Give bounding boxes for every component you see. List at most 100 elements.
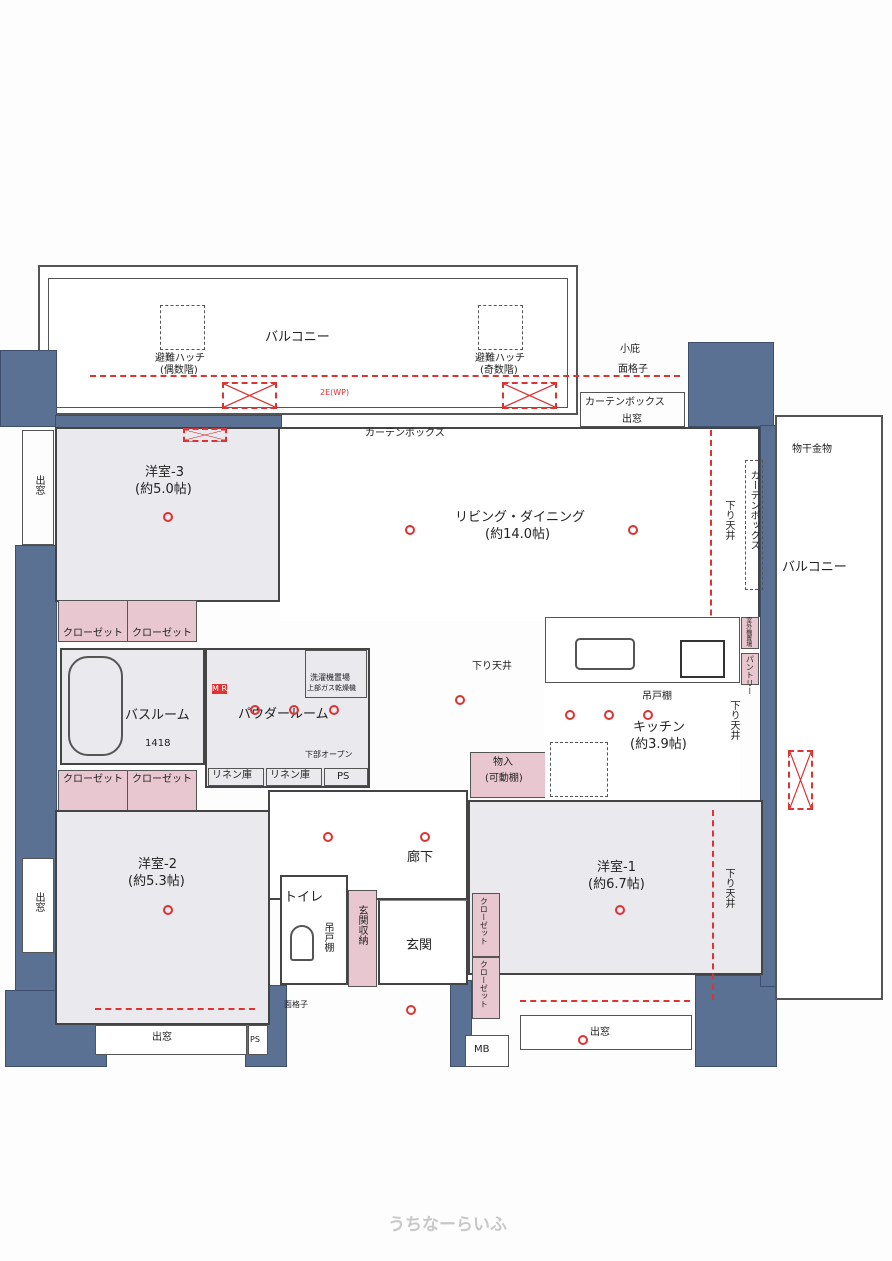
ceiling-light-icon xyxy=(405,525,415,535)
ceiling-light-icon xyxy=(163,905,173,915)
entrance-storage-label: 玄関収納 xyxy=(356,905,367,945)
room-entrance xyxy=(378,900,468,985)
hatch-odd-label: 避難ハッチ xyxy=(475,353,525,364)
ceiling-light-icon xyxy=(420,832,430,842)
hanging-cabinet-kitchen-label: 吊戸棚 xyxy=(642,691,672,702)
closet[interactable] xyxy=(472,893,500,957)
room-western-2-name: 洋室-2 xyxy=(138,857,177,872)
ps-label: PS xyxy=(250,1035,260,1044)
linen-storage[interactable] xyxy=(266,768,322,786)
hanging-cabinet-toilet-label: 吊戸棚 xyxy=(322,922,333,952)
hatch-odd-sub: (奇数階) xyxy=(480,365,518,376)
pantry-slot xyxy=(741,653,759,685)
bay-window-bottom-1 xyxy=(95,1025,247,1055)
bay-window-left-1-label: 出窓 xyxy=(33,475,44,495)
ceiling-light-icon xyxy=(565,710,575,720)
outdoor-unit-mark xyxy=(222,382,277,409)
meter-box xyxy=(465,1035,509,1067)
washer-area xyxy=(305,650,367,698)
room-living-dining-name: リビング・ダイニング xyxy=(455,510,586,525)
outdoor-unit-mark xyxy=(788,750,813,810)
room-kitchen-size: (約3.9帖) xyxy=(630,737,687,752)
small-eave-label: 小庇 xyxy=(620,344,640,355)
mb-label: MB xyxy=(474,1044,490,1055)
storage[interactable] xyxy=(470,752,547,798)
toilet-icon xyxy=(290,925,314,961)
dropped-ceiling-label: 下り天井 xyxy=(723,868,734,908)
closet-label: クローゼット xyxy=(132,774,192,785)
aircon-mark xyxy=(183,428,227,442)
bay-window-label: 出窓 xyxy=(590,1027,610,1038)
closet-label: クローゼット xyxy=(132,628,192,639)
balcony-right-label: バルコニー xyxy=(782,560,847,575)
room-kitchen xyxy=(545,617,740,800)
linen-label: リネン庫 xyxy=(270,770,310,781)
curtain-box-right xyxy=(745,460,763,590)
entrance-storage[interactable] xyxy=(348,890,377,987)
watermark: うちなーらいふ xyxy=(388,1215,507,1235)
dropped-ceiling-label: 下り天井 xyxy=(728,700,739,740)
face-lattice-label: 面格子 xyxy=(284,1000,308,1009)
balcony-top xyxy=(38,265,578,415)
room-powder-name: パウダールーム xyxy=(238,707,329,722)
outlet-wp-label: 2E(WP) xyxy=(320,388,350,397)
outdoor-unit-mark xyxy=(502,382,557,409)
ceiling-light-icon xyxy=(604,710,614,720)
hatch-even-label: 避難ハッチ xyxy=(155,353,205,364)
balcony-top-label: バルコニー xyxy=(265,330,330,345)
linen-storage[interactable] xyxy=(208,768,264,786)
bay-window-label: 出窓 xyxy=(622,414,642,425)
ceiling-light-icon xyxy=(578,1035,588,1045)
bay-window-label: 出窓 xyxy=(152,1032,172,1043)
ceiling-light-icon xyxy=(163,512,173,522)
dropped-ceiling-label: 下り天井 xyxy=(723,500,734,540)
closet[interactable] xyxy=(58,770,128,812)
room-western-2-size: (約5.3帖) xyxy=(128,874,185,889)
pantry-label: パントリー xyxy=(745,655,755,695)
ceiling-light-icon xyxy=(323,832,333,842)
face-lattice-label: 面格子 xyxy=(618,364,648,375)
pipe-space xyxy=(248,1025,268,1055)
hatch-even-icon xyxy=(160,305,205,350)
closet[interactable] xyxy=(58,600,128,642)
stove-icon xyxy=(680,640,725,678)
storage-label: 物入 xyxy=(493,757,513,768)
hatch-even-sub: (偶数階) xyxy=(160,365,198,376)
linen-label: リネン庫 xyxy=(212,770,252,781)
outdoor-unit-label: 室外機置場 xyxy=(744,617,752,647)
washer-sub-label: 上部ガス乾燥機 xyxy=(307,684,356,692)
storage-sub-label: (可動棚) xyxy=(485,773,523,784)
bay-window-left-2 xyxy=(22,858,54,953)
curtain-box-label: カーテンボックス xyxy=(748,470,759,550)
room-bathroom-name: バスルーム xyxy=(125,708,190,723)
room-western-3-name: 洋室-3 xyxy=(145,465,184,480)
room-powder xyxy=(205,648,370,788)
wall-pillar xyxy=(688,342,774,427)
balcony-line xyxy=(520,1000,690,1002)
balcony-top-inner xyxy=(48,278,568,408)
dropped-ceiling-line xyxy=(712,810,714,1000)
drying-hardware-label: 物干金物 xyxy=(792,444,832,455)
washer-label: 洗濯機置場 xyxy=(310,673,350,682)
closet[interactable] xyxy=(472,957,500,1019)
closet-label: クローゼット xyxy=(479,960,489,1008)
ceiling-light-icon xyxy=(250,705,260,715)
closet-label: クローゼット xyxy=(63,628,123,639)
lower-open-label: 下部オープン xyxy=(305,750,353,759)
closet[interactable] xyxy=(127,600,197,642)
room-western-2 xyxy=(55,810,270,1025)
room-western-1-size: (約6.7帖) xyxy=(588,877,645,892)
hatch-odd-icon xyxy=(478,305,523,350)
sink-icon xyxy=(575,638,635,670)
ceiling-light-icon xyxy=(628,525,638,535)
ceiling-light-icon xyxy=(289,705,299,715)
room-hall-name: 廊下 xyxy=(407,850,434,865)
bay-window-left-1 xyxy=(22,430,54,545)
ceiling-light-icon xyxy=(643,710,653,720)
wall-pillar xyxy=(0,350,57,427)
balcony-line xyxy=(90,375,680,377)
pipe-space xyxy=(324,768,368,786)
room-western-1-name: 洋室-1 xyxy=(597,860,636,875)
ps-label: PS xyxy=(337,771,350,782)
balcony-right xyxy=(775,415,883,1000)
